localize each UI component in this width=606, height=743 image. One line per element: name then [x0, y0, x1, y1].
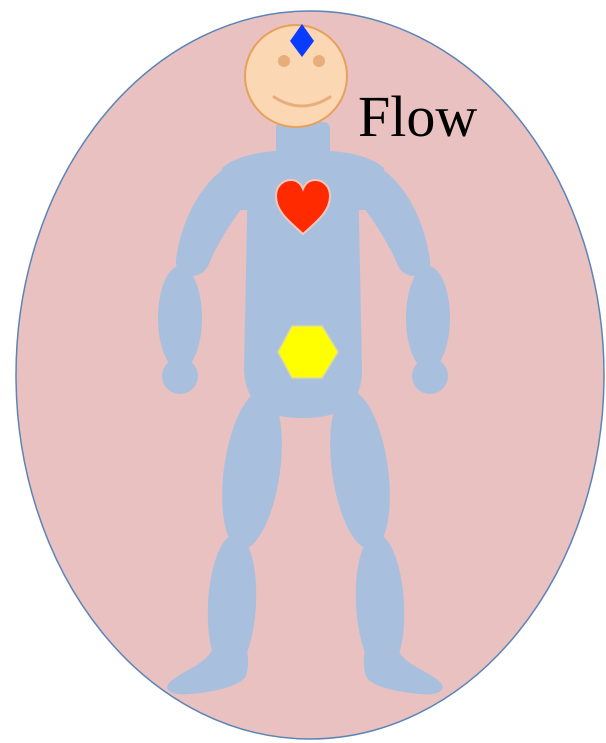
flow-label: Flow	[358, 88, 477, 146]
left-forearm	[158, 266, 202, 370]
right-forearm	[406, 266, 450, 370]
right-eye	[313, 55, 325, 67]
right-hand	[412, 358, 448, 394]
left-eye	[278, 55, 290, 67]
left-hand	[162, 358, 198, 394]
